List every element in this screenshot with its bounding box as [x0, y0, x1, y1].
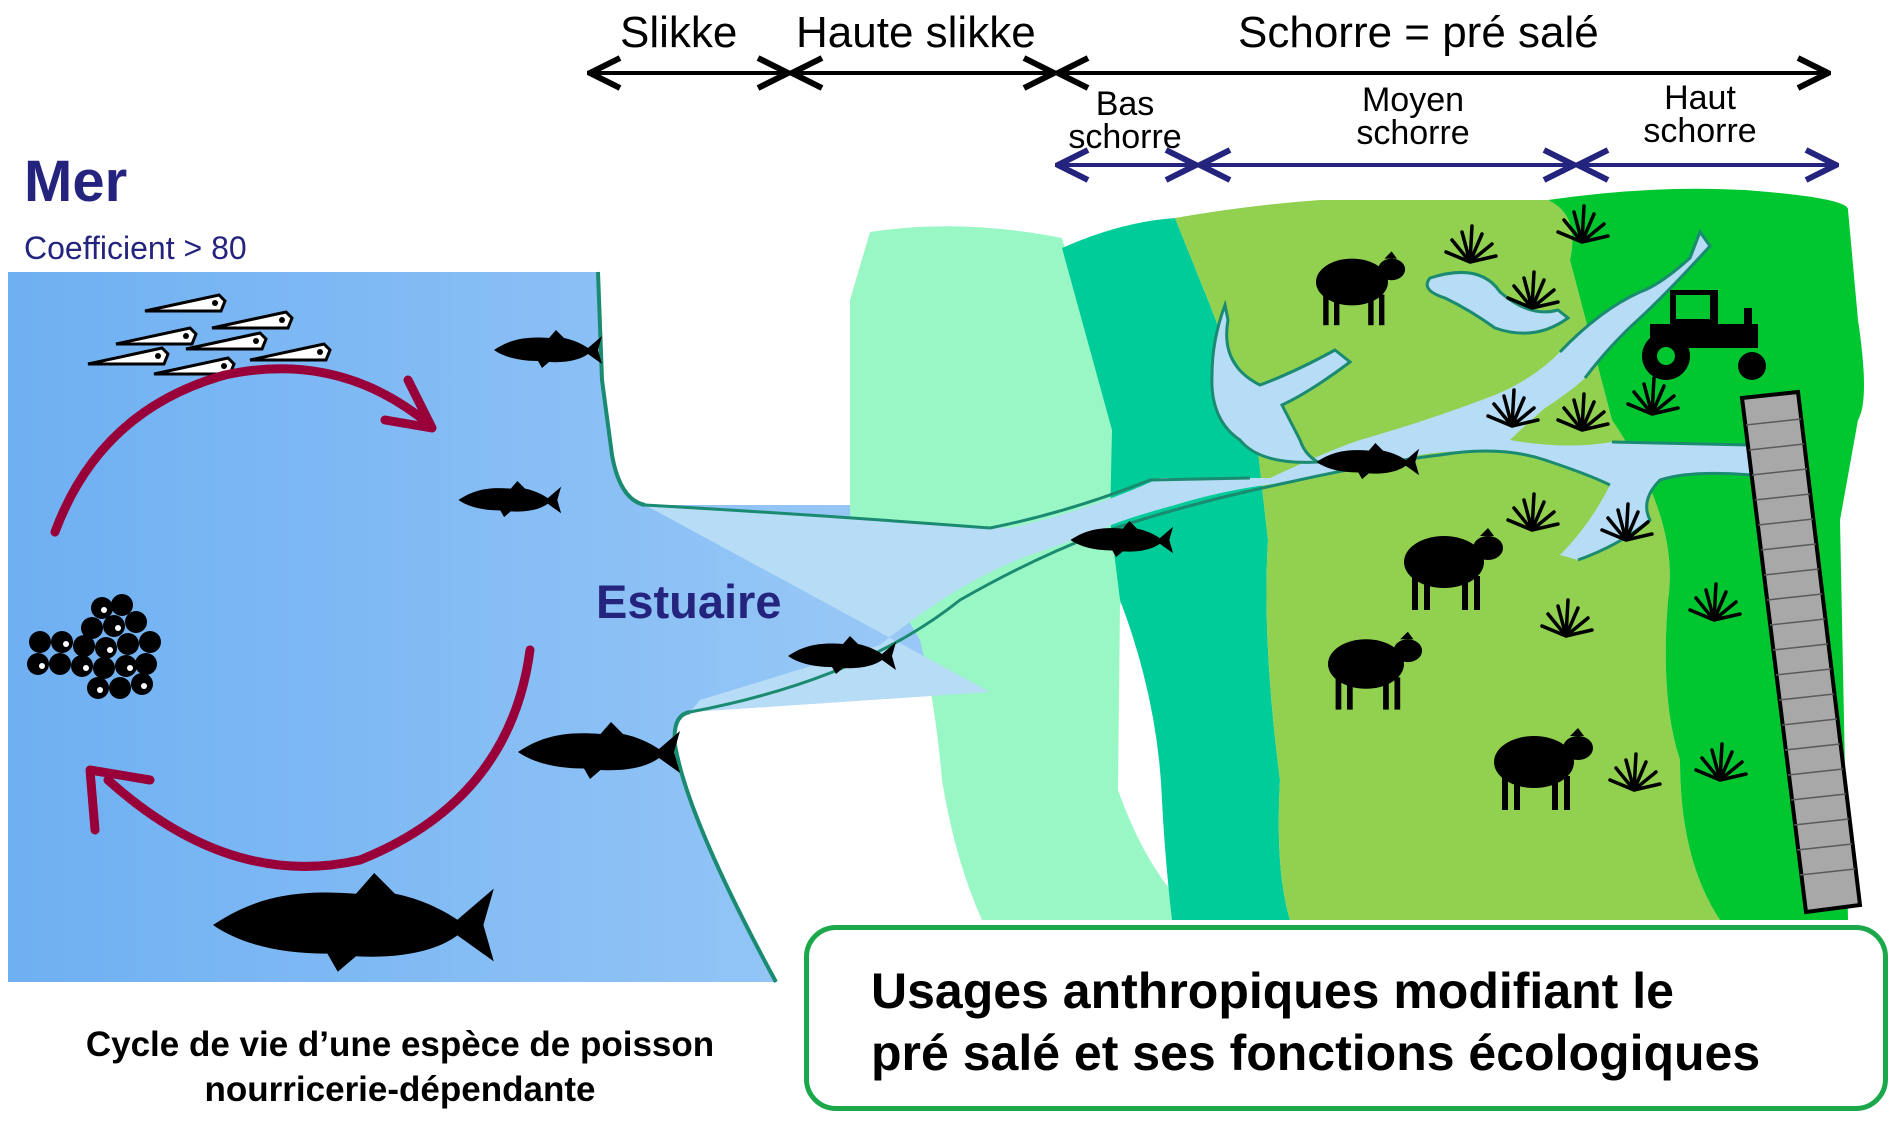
- sea-area: [8, 272, 990, 982]
- sea-title: Mer: [24, 148, 127, 215]
- haute-slikke-label: Haute slikke: [796, 8, 1036, 58]
- slikke-label: Slikke: [620, 8, 737, 58]
- coefficient-label: Coefficient > 80: [24, 230, 247, 267]
- estuary-label: Estuaire: [596, 574, 781, 629]
- schorre-label: Schorre = pré salé: [1238, 8, 1599, 58]
